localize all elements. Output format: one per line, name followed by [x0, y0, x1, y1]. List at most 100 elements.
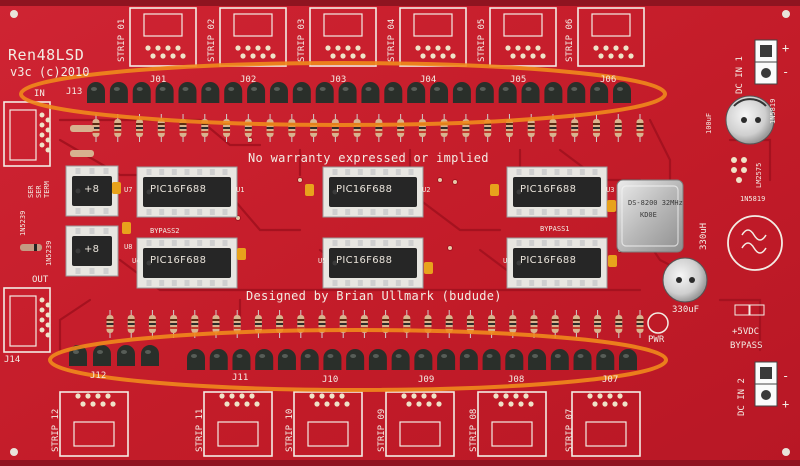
rj45-pin — [170, 53, 176, 59]
resistor-band — [157, 127, 165, 129]
resistor-band — [254, 327, 262, 329]
ic-pin — [332, 240, 338, 246]
transistor-highlight — [228, 87, 235, 91]
transistor-highlight — [509, 354, 516, 358]
rj45-pin — [612, 401, 618, 407]
rj45-pin — [607, 393, 613, 399]
resistor-band — [266, 131, 274, 133]
rj45-inner-top — [591, 13, 631, 37]
rj45-pin — [75, 393, 81, 399]
resistor-band — [297, 327, 305, 329]
transistor-highlight — [434, 87, 441, 91]
resistor-band — [462, 131, 470, 133]
transistor-body — [346, 349, 365, 370]
regulator-footprint — [731, 157, 747, 183]
rj45-pin — [613, 45, 619, 51]
rj45-pin — [110, 401, 116, 407]
resistor-band — [136, 127, 144, 129]
resistor-band — [223, 131, 231, 133]
rj45-pin — [436, 401, 442, 407]
resistor-band — [571, 127, 579, 129]
resistor-band — [157, 123, 165, 125]
transistor-body — [414, 349, 433, 370]
inductor-label: 330uH — [699, 222, 709, 250]
zener-label: 1N5239 — [45, 240, 53, 266]
ic-pin — [209, 280, 215, 286]
transistor-body — [459, 349, 478, 370]
rj45-pin — [426, 401, 432, 407]
rj45-pin — [416, 401, 422, 407]
transistor-highlight — [259, 354, 266, 358]
pic-chip-notch — [516, 189, 522, 195]
transistor-highlight — [205, 87, 212, 91]
rj45-pin — [430, 53, 436, 59]
ic-pin — [567, 280, 573, 286]
ic-pin — [89, 208, 95, 214]
transistor-body — [141, 345, 159, 366]
resistor-band — [462, 127, 470, 129]
resistor-band — [331, 131, 339, 133]
rj45-pin — [425, 45, 431, 51]
transistor-body — [475, 82, 494, 103]
pic-chip-body — [513, 177, 601, 207]
ic-pin — [332, 280, 338, 286]
pic-chip-notch — [146, 260, 152, 266]
resistor-band — [375, 127, 383, 129]
rj45-pin — [421, 393, 427, 399]
rj45-pin — [420, 53, 426, 59]
strip-label-top: STRIP 03 — [297, 18, 307, 62]
top-jack-row — [129, 7, 645, 67]
resistor-band — [114, 127, 122, 129]
rj45-pin — [245, 45, 251, 51]
electrolytic-cap-330uf — [662, 257, 708, 303]
transistor-body — [201, 82, 220, 103]
ic-pin — [567, 209, 573, 215]
j14-label: J14 — [4, 355, 21, 365]
pic-chip-label: PIC16F688 — [520, 184, 577, 195]
rj45-pin — [525, 45, 531, 51]
ic-chips — [65, 165, 608, 289]
ic-pin — [222, 240, 228, 246]
ic-pin — [516, 280, 522, 286]
resistor-band — [615, 319, 623, 321]
ic-pin — [345, 280, 351, 286]
transistor-body — [550, 349, 569, 370]
transistor-body — [567, 82, 586, 103]
resistor-band — [594, 327, 602, 329]
rj45-pin — [270, 53, 276, 59]
resistor-band — [571, 131, 579, 133]
rj45-pin — [325, 45, 331, 51]
out-label: OUT — [32, 275, 49, 285]
u-label: U5 — [318, 257, 327, 265]
rj45-pin — [355, 45, 361, 51]
resistor-band — [636, 327, 644, 329]
transistor-highlight — [113, 87, 120, 91]
pic-chip-body — [143, 248, 231, 278]
rj45-pin — [309, 393, 315, 399]
jack-id-top: J01 — [150, 75, 167, 85]
rj45-pin — [535, 45, 541, 51]
transistor-highlight — [236, 354, 243, 358]
resistor-band — [592, 123, 600, 125]
ic-pin — [541, 240, 547, 246]
out-jack — [3, 287, 51, 353]
ic-pin — [184, 240, 190, 246]
ic-pin — [222, 209, 228, 215]
transistor-body — [87, 82, 105, 103]
mount-hole — [782, 448, 790, 456]
ic-pin — [197, 169, 203, 175]
rj45-outline-bottom — [571, 391, 641, 457]
resistor-band — [527, 131, 535, 133]
transistor-highlight — [441, 354, 448, 358]
transistor-highlight — [121, 350, 127, 354]
resistor-band — [191, 319, 199, 321]
transistor-highlight — [296, 87, 303, 91]
resistor-band — [614, 123, 622, 125]
resistor-band — [397, 127, 405, 129]
dc-in-1-label: DC IN 1 — [735, 56, 745, 94]
board-version: v3c (c)2010 — [10, 65, 90, 79]
pic-chip-label: PIC16F688 — [150, 255, 207, 266]
resistor-band — [594, 323, 602, 325]
transistor-body — [155, 82, 174, 103]
transistor-body — [361, 82, 380, 103]
